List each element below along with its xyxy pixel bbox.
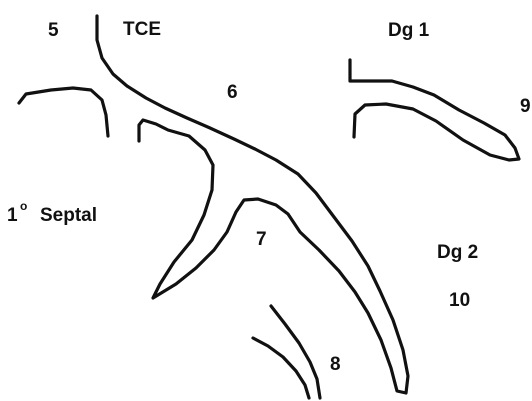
lad-trunk-outline <box>97 16 408 393</box>
label-segment-8: 8 <box>330 354 341 375</box>
label-segment-10: 10 <box>449 290 470 311</box>
label-septal-number: 1 <box>7 205 18 226</box>
label-septal-superscript: o <box>20 199 27 213</box>
label-segment-7: 7 <box>256 229 267 250</box>
label-septal-text: Septal <box>40 205 97 226</box>
left-vessel-stump-outline <box>19 88 108 136</box>
diagonal-1-outline <box>350 60 519 160</box>
label-dg1: Dg 1 <box>388 20 430 41</box>
label-tce: TCE <box>123 19 161 40</box>
label-segment-9: 9 <box>520 96 531 117</box>
label-dg2: Dg 2 <box>437 242 478 263</box>
label-segment-5: 5 <box>48 20 59 41</box>
label-segment-6: 6 <box>227 82 238 103</box>
